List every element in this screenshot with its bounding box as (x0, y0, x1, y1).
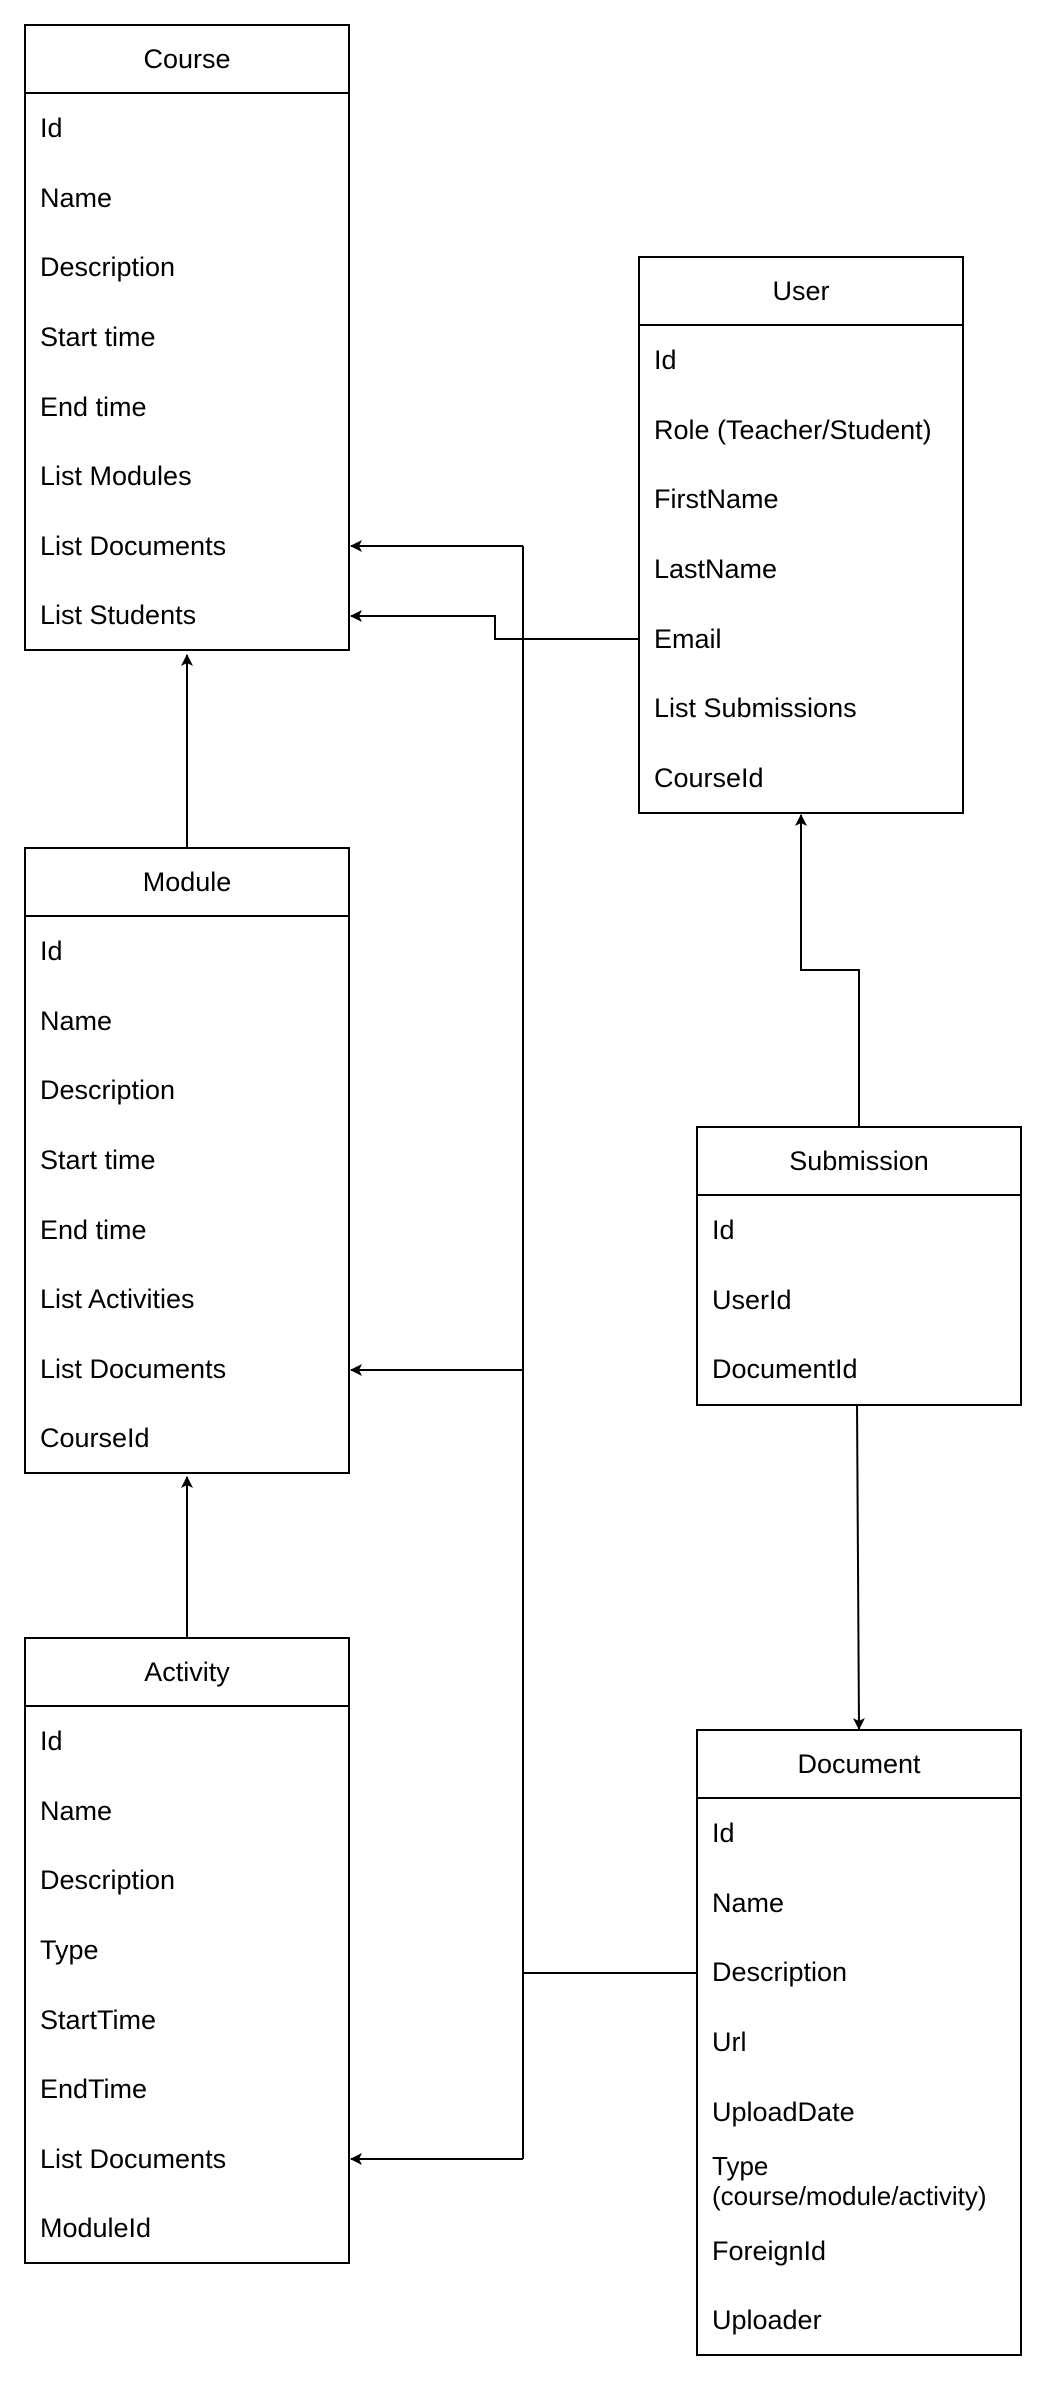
entity-submission: Submission Id UserId DocumentId (696, 1126, 1022, 1406)
entity-user: User Id Role (Teacher/Student) FirstName… (638, 256, 964, 814)
entity-course: Course Id Name Description Start time En… (24, 24, 350, 651)
field-start-time: Start time (40, 322, 156, 353)
entity-document: Document Id Name Description Url UploadD… (696, 1729, 1022, 2356)
field-module-id: ModuleId (40, 2213, 152, 2244)
field-name: Name (40, 182, 113, 213)
field-first-name: FirstName (654, 484, 779, 515)
field-id: Id (40, 113, 63, 144)
field-role: Role (Teacher/Student) (654, 414, 932, 445)
field-end-time: End time (40, 1214, 147, 1245)
field-end-time: EndTime (40, 2074, 148, 2105)
field-list-students: List Students (40, 600, 197, 631)
field-list-documents: List Documents (40, 530, 227, 561)
entity-title: Module (26, 849, 348, 917)
field-list-submissions: List Submissions (654, 693, 857, 724)
field-id: Id (712, 1215, 735, 1246)
field-name: Name (40, 1795, 113, 1826)
field-id: Id (40, 1726, 63, 1757)
field-list-activities: List Activities (40, 1284, 195, 1315)
entity-module: Module Id Name Description Start time En… (24, 847, 350, 1474)
field-list-modules: List Modules (40, 461, 192, 492)
field-uploader: Uploader (712, 2305, 822, 2336)
entity-title: Course (26, 26, 348, 94)
entity-activity: Activity Id Name Description Type StartT… (24, 1637, 350, 2264)
field-start-time: StartTime (40, 2004, 157, 2035)
field-foreign-id: ForeignId (712, 2235, 827, 2266)
field-end-time: End time (40, 391, 147, 422)
field-url: Url (712, 2027, 747, 2058)
entity-title: Activity (26, 1639, 348, 1707)
field-description: Description (712, 1957, 848, 1988)
field-list-documents: List Documents (40, 1353, 227, 1384)
connector-submission-to-user (795, 814, 860, 1126)
entity-title: Document (698, 1731, 1020, 1799)
field-id: Id (712, 1818, 735, 1849)
field-course-id: CourseId (654, 762, 764, 793)
field-document-id: DocumentId (712, 1354, 858, 1385)
connector-user-to-course-students (350, 610, 638, 640)
field-list-documents: List Documents (40, 2143, 227, 2174)
field-start-time: Start time (40, 1145, 156, 1176)
field-last-name: LastName (654, 554, 778, 585)
field-course-id: CourseId (40, 1423, 150, 1454)
field-type: Type (40, 1935, 99, 1966)
entity-title: User (640, 258, 962, 326)
entity-title: Submission (698, 1128, 1020, 1196)
field-name: Name (712, 1887, 785, 1918)
connector-submission-to-document (852, 1400, 865, 1730)
field-id: Id (40, 936, 63, 967)
field-description: Description (40, 1075, 176, 1106)
field-description: Description (40, 252, 176, 283)
field-name: Name (40, 1005, 113, 1036)
field-id: Id (654, 345, 677, 376)
field-type: Type (course/module/activity) (712, 2150, 987, 2211)
field-upload-date: UploadDate (712, 2096, 855, 2127)
field-user-id: UserId (712, 1284, 792, 1315)
field-description: Description (40, 1865, 176, 1896)
field-email: Email (654, 623, 722, 654)
